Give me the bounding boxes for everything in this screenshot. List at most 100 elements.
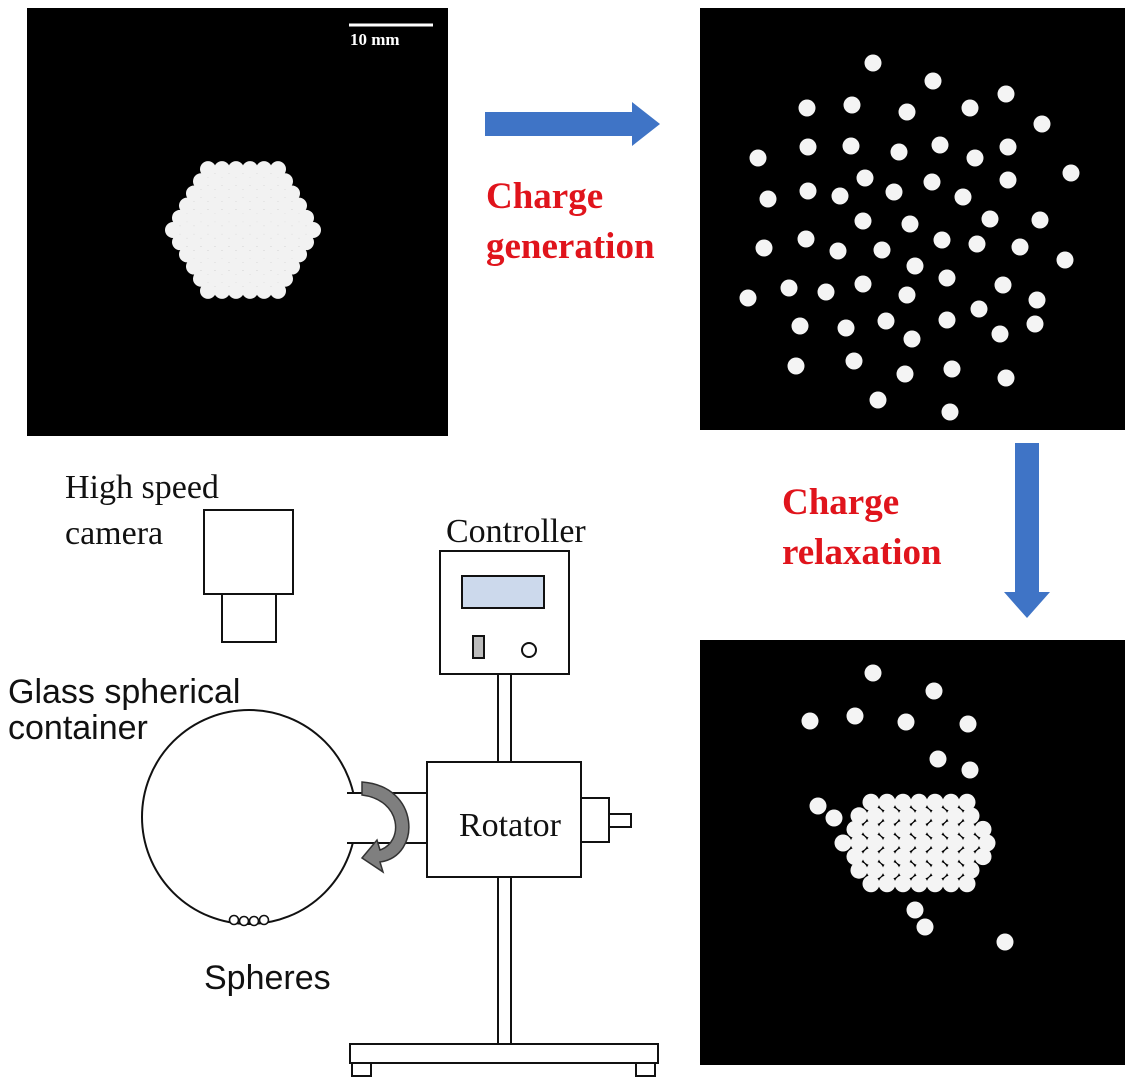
sphere [1062,164,1080,182]
sphere [235,173,251,190]
sphere [791,317,809,335]
sphere [235,270,251,287]
sphere [997,85,1015,103]
sphere [270,234,286,251]
sphere [291,197,307,214]
sphere [946,807,964,825]
sphere [926,875,944,893]
sphere [999,138,1017,156]
sphere [284,185,300,202]
sphere [249,222,265,238]
sphere [942,848,960,866]
spheres-icon [228,914,270,927]
sphere [242,234,258,251]
sphere [799,138,817,156]
sphere [207,246,223,263]
sphere [866,807,884,825]
sphere [970,300,988,318]
sphere [242,258,258,275]
sphere [842,137,860,155]
sphere [933,231,951,249]
sphere [850,861,868,879]
sphere [866,861,884,879]
sphere [172,234,188,251]
sphere [739,289,757,307]
sphere [942,875,960,893]
sphere [214,258,230,275]
sphere [958,875,976,893]
sphere [894,875,912,893]
sphere [910,848,928,866]
sphere [186,185,202,202]
sphere [925,682,943,700]
sphere [200,258,216,275]
sphere [862,848,880,866]
sphere [749,149,767,167]
sphere [885,183,903,201]
sphere [1028,291,1046,309]
sphere [845,352,863,370]
sphere [829,242,847,260]
sphere [249,246,265,263]
sphere [864,54,882,72]
sphere [878,820,896,838]
sphere [869,391,887,409]
sphere [305,222,321,238]
sphere [179,246,195,263]
sphere [958,820,976,838]
sphere [897,713,915,731]
sphere [898,286,916,304]
sphere [898,861,916,879]
dispersed-spheres [739,54,1080,421]
sphere [930,834,948,852]
sphere [291,222,307,238]
sphere [954,188,972,206]
sphere [249,173,265,190]
sphere [850,807,868,825]
sphere [941,403,959,421]
sphere [856,169,874,187]
sphere [914,861,932,879]
sphere [270,161,286,178]
sphere [882,861,900,879]
sphere [298,234,314,251]
sphere [864,664,882,682]
sphere [798,99,816,117]
sphere [991,325,1009,343]
sphere [249,197,265,214]
sphere [843,96,861,114]
sphere [270,209,286,226]
sphere [910,875,928,893]
sphere [914,807,932,825]
sphere [200,161,216,178]
sphere [207,197,223,214]
sphere [968,235,986,253]
camera-icon [203,509,294,643]
sphere [1011,238,1029,256]
sphere [846,848,864,866]
sphere [186,258,202,275]
sphere [997,369,1015,387]
sphere [193,222,209,238]
sphere [999,171,1017,189]
sphere [228,258,244,275]
sphere [172,209,188,226]
sphere [962,861,980,879]
sphere [834,834,852,852]
sphere [298,209,314,226]
sphere [894,793,912,811]
sphere [930,861,948,879]
sphere [878,848,896,866]
sphere [256,209,272,226]
sphere [854,275,872,293]
sphere [193,246,209,263]
sphere [263,246,279,263]
sphere [277,173,293,190]
sphere [924,72,942,90]
sphere [882,834,900,852]
sphere [242,209,258,226]
sphere [256,185,272,202]
sphere [878,875,896,893]
camera-label: High speed camera [65,469,219,552]
